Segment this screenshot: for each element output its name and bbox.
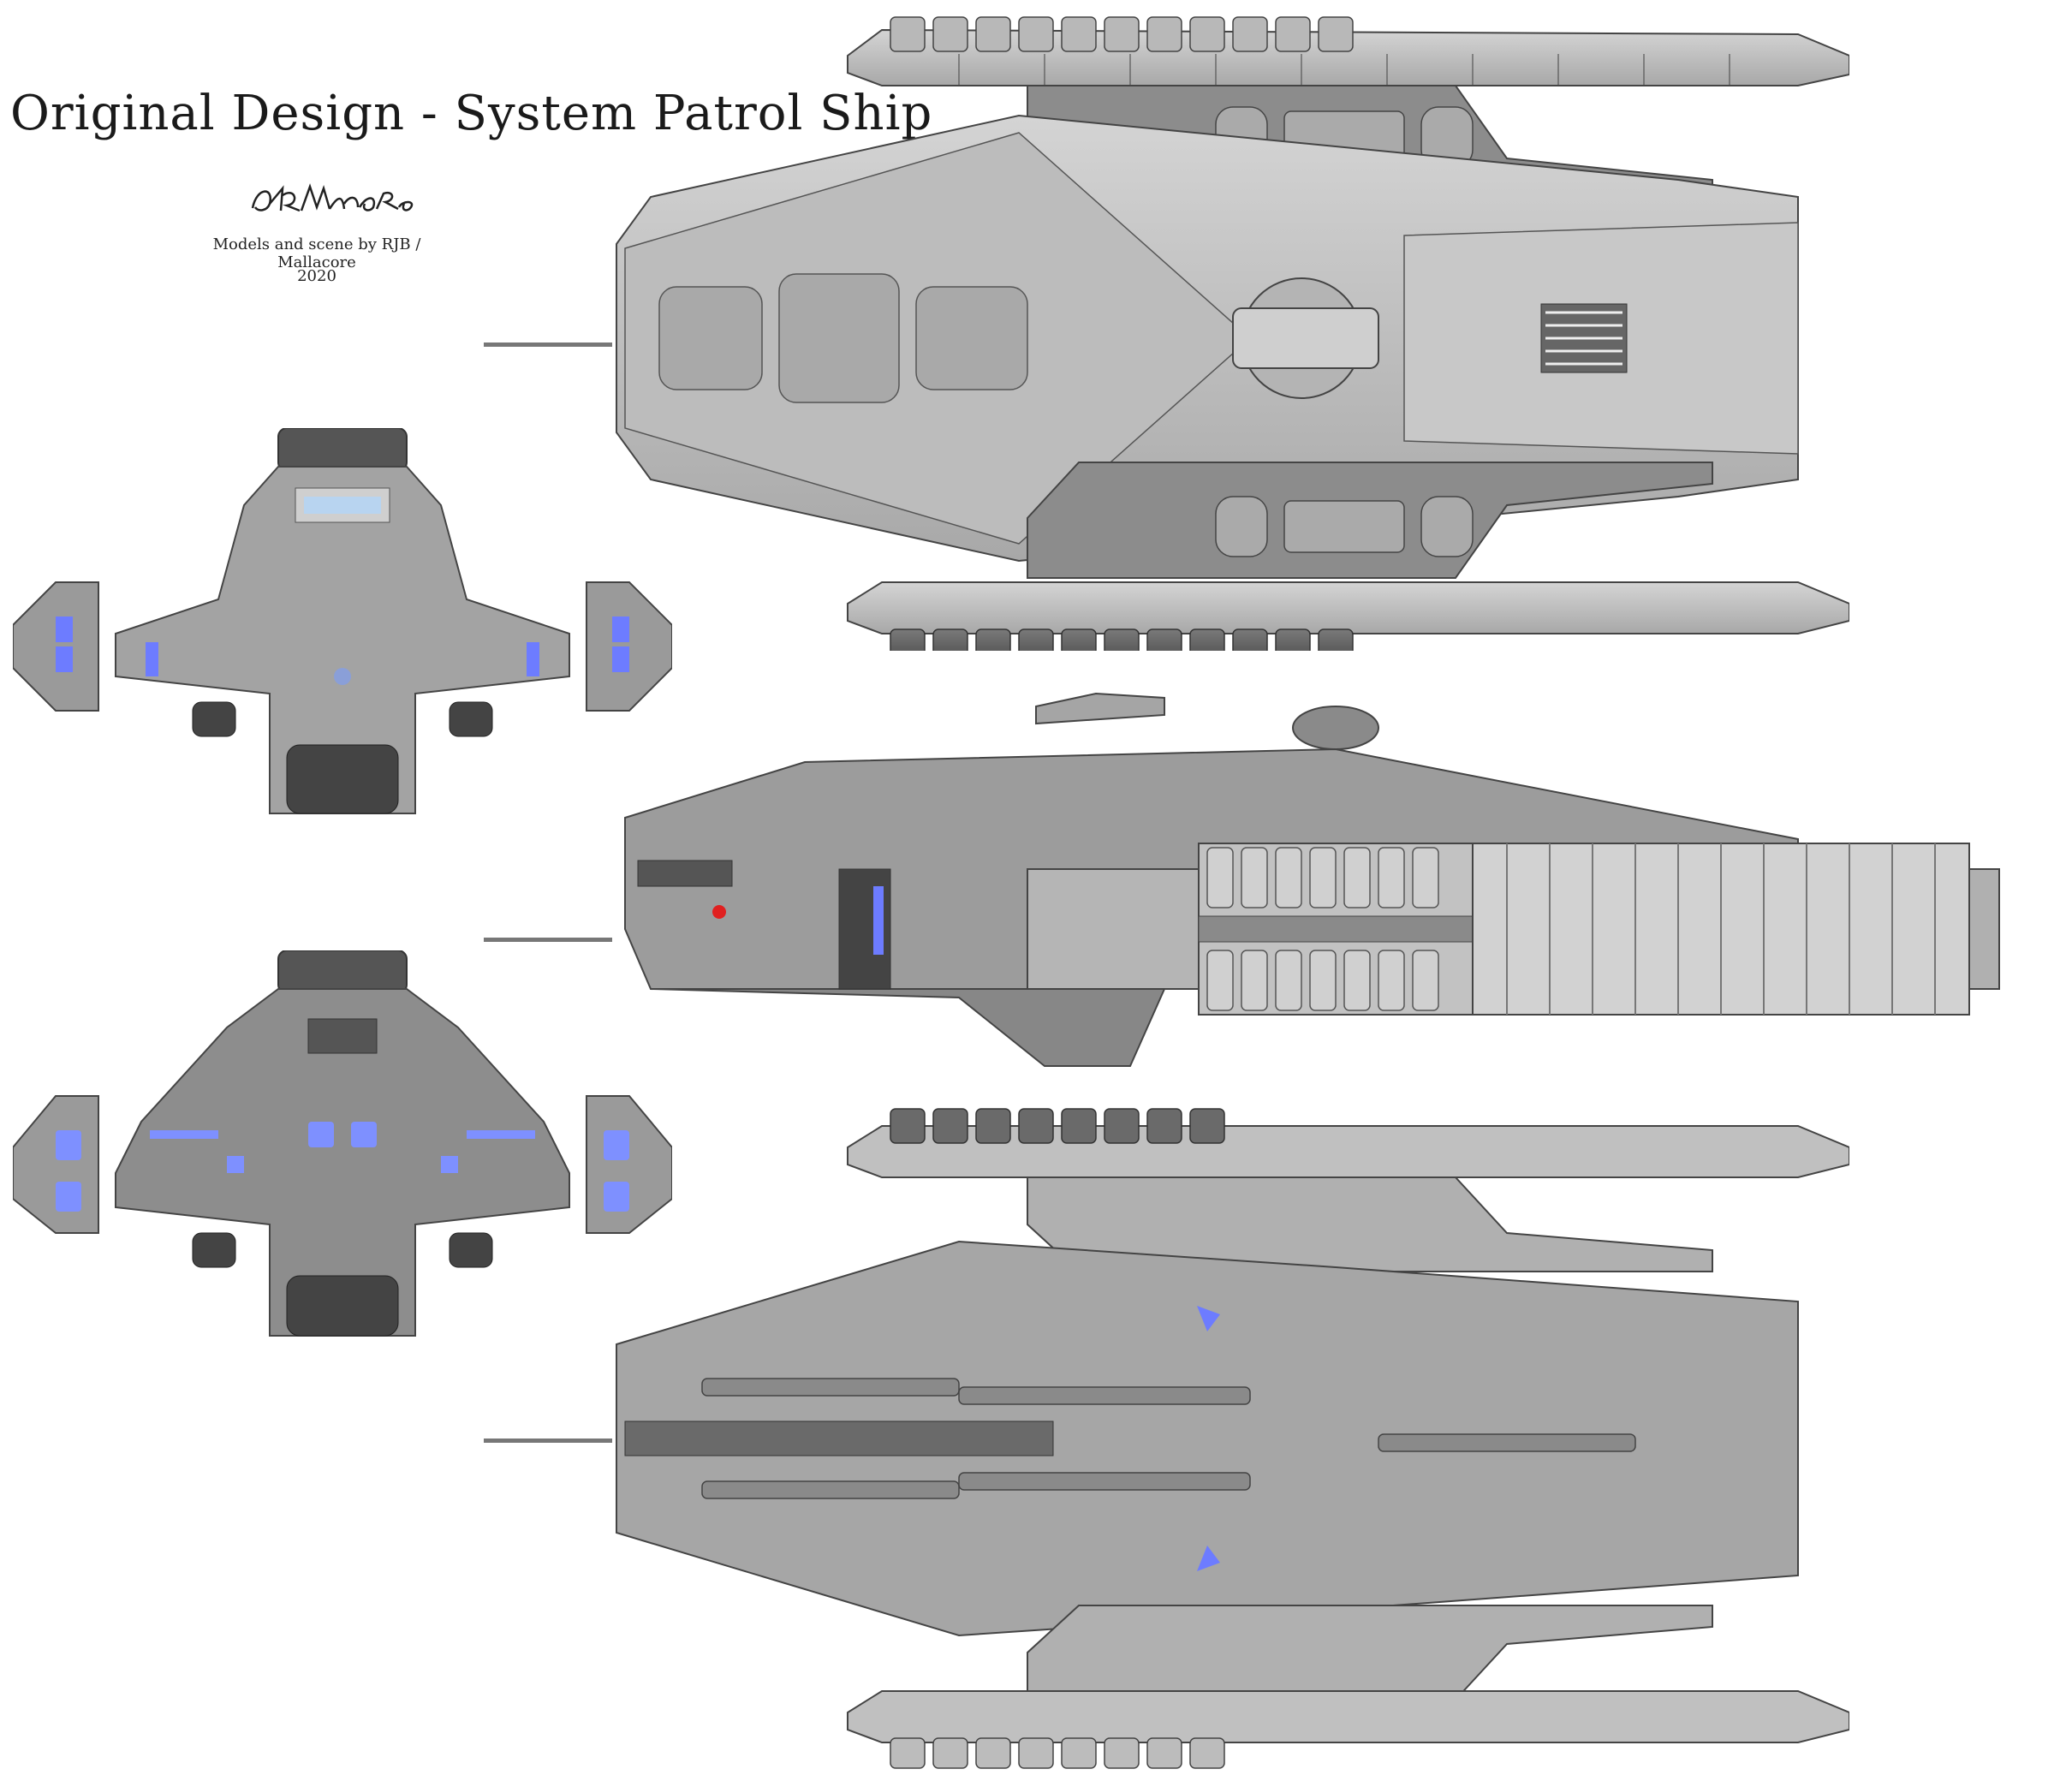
red-indicator-light: [712, 905, 726, 919]
ship-front-view: [13, 428, 672, 814]
credit-text: Models and scene by RJB / Mallacore: [212, 235, 421, 271]
page-title: Original Design - System Patrol Ship: [10, 86, 933, 141]
ship-top-view: [484, 16, 1849, 651]
year-text: 2020: [297, 267, 336, 285]
ship-rear-view: [13, 950, 672, 1337]
ship-side-view: [484, 692, 2000, 1067]
ship-bottom-view: [484, 1108, 1849, 1769]
artist-signature: [251, 183, 414, 212]
